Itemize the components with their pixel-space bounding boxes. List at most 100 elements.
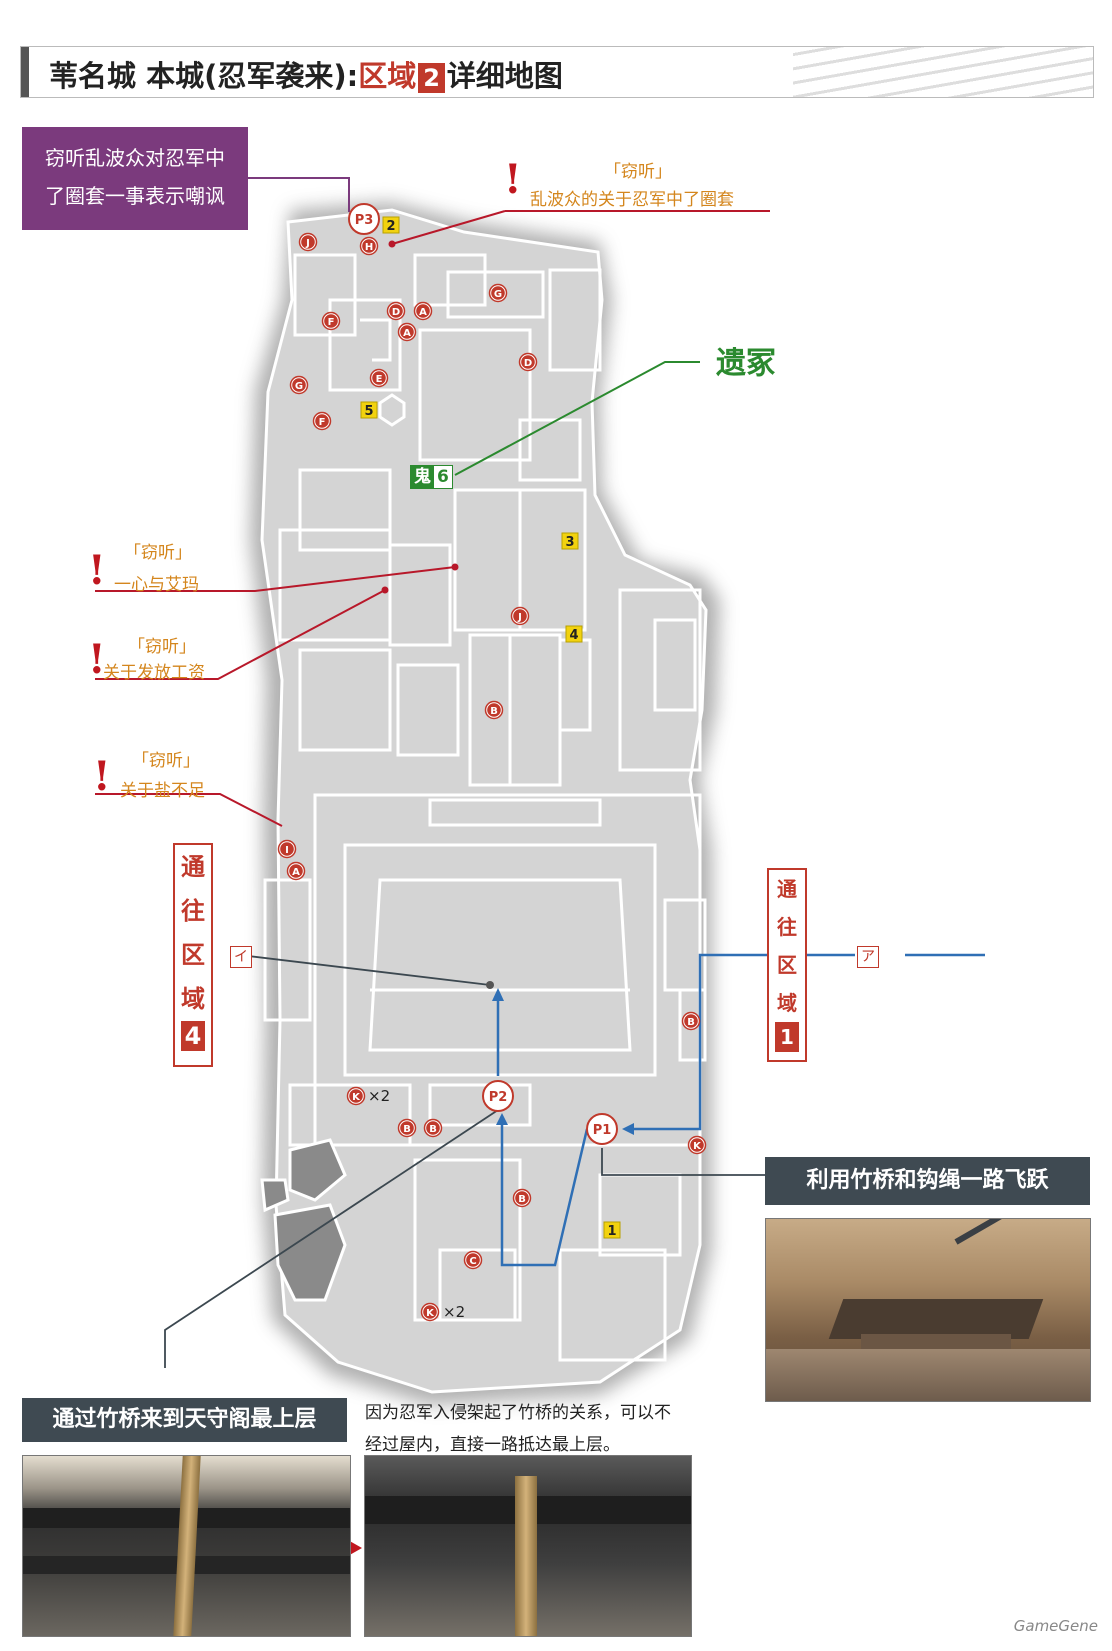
- marker-letter: D: [524, 358, 532, 369]
- brush-stroke-decoration: [793, 47, 1093, 97]
- marker-d[interactable]: D: [386, 301, 406, 321]
- marker-e[interactable]: E: [369, 368, 389, 388]
- marker-count: ×2: [368, 1087, 390, 1105]
- marker-fill: [487, 703, 501, 717]
- tower-screenshot-1: [22, 1455, 351, 1637]
- eavesdrop-word-4: 「窃听」: [132, 751, 200, 771]
- marker-k[interactable]: K: [687, 1135, 707, 1155]
- roof-shape: [828, 1299, 1044, 1339]
- marker-fill: [515, 1191, 529, 1205]
- marker-fill: [362, 239, 376, 253]
- to-area-1-char: 往: [777, 915, 797, 939]
- marker-k[interactable]: K: [420, 1302, 440, 1322]
- marker-letter: A: [419, 307, 427, 318]
- bamboo-bridge-shape: [515, 1476, 537, 1636]
- marker-g[interactable]: G: [488, 283, 508, 303]
- bamboo-screenshot-photo: [765, 1218, 1091, 1402]
- eavesdrop-point: [381, 586, 389, 594]
- marker-g[interactable]: G: [289, 375, 309, 395]
- marker-fill: [400, 325, 414, 339]
- watermark: GameGene: [1013, 1617, 1098, 1635]
- marker-i[interactable]: I: [277, 839, 297, 859]
- marker-fill: [521, 355, 535, 369]
- marker-a[interactable]: A: [286, 861, 306, 881]
- point-ring: [482, 1080, 514, 1112]
- marker-letter: A: [403, 328, 411, 339]
- marker-j[interactable]: J: [298, 232, 318, 252]
- eavesdrop-point: [451, 563, 459, 571]
- note-line1: 因为忍军入侵架起了竹桥的关系，可以不: [365, 1403, 671, 1423]
- to-area-4-number: 4: [181, 1021, 205, 1051]
- ghost-marker-kanji: 鬼: [411, 466, 434, 488]
- eavesdrop-word-1: 「窃听」: [604, 162, 672, 182]
- marker-letter: K: [352, 1092, 361, 1103]
- eavesdrop-topic-4: 关于盐不足: [120, 781, 205, 801]
- point-p2[interactable]: P2: [482, 1080, 514, 1112]
- marker-h[interactable]: H: [359, 236, 379, 256]
- marker-fill: [416, 304, 430, 318]
- collectible-marker-3[interactable]: 3: [561, 532, 579, 550]
- collectible-marker-5[interactable]: 5: [360, 401, 378, 419]
- collectible-marker-2[interactable]: 2: [382, 216, 400, 234]
- eavesdrop-topic-3: 关于发放工资: [103, 663, 205, 683]
- to-area-1-sign[interactable]: 通 往 区 域 1: [767, 868, 807, 1062]
- marker-letter: C: [469, 1256, 476, 1267]
- marker-a[interactable]: A: [397, 322, 417, 342]
- eavesdrop-point: [388, 240, 396, 248]
- marker-k[interactable]: K: [346, 1086, 366, 1106]
- point-p3[interactable]: P3: [348, 203, 380, 235]
- eavesdrop-leader-lines: [95, 210, 770, 827]
- to-area-4-char: 通: [181, 853, 205, 881]
- collectible-box: [561, 532, 579, 550]
- marker-b[interactable]: B: [423, 1118, 443, 1138]
- map-rooms: [263, 253, 707, 1362]
- marker-fill: [349, 1089, 363, 1103]
- collectible-number: 4: [569, 628, 578, 643]
- marker-a[interactable]: A: [413, 301, 433, 321]
- to-area-1-number: 1: [775, 1022, 799, 1052]
- collectible-box: [382, 216, 400, 234]
- ghost-memorial-marker: 鬼 6: [410, 465, 453, 489]
- marker-fill: [690, 1138, 704, 1152]
- marker-fill: [491, 286, 505, 300]
- marker-fill: [400, 1121, 414, 1135]
- point-ring: [348, 203, 380, 235]
- eavesdrop-topic-1: 乱波众的关于忍军中了圈套: [530, 190, 734, 210]
- eavesdrop-word-2: 「窃听」: [124, 543, 192, 563]
- collectible-number: 1: [607, 1224, 616, 1239]
- marker-b[interactable]: B: [397, 1118, 417, 1138]
- marker-letter: H: [365, 242, 373, 253]
- marker-letter: K: [693, 1141, 702, 1152]
- marker-letter: G: [494, 289, 502, 300]
- title-area-word: 区域: [358, 59, 417, 93]
- marker-letter: F: [328, 317, 335, 328]
- exit-marker-i: イ: [230, 946, 252, 968]
- marker-fill: [389, 304, 403, 318]
- header-bar: [21, 47, 29, 97]
- title-area-number: 2: [418, 63, 445, 93]
- point-p1[interactable]: P1: [586, 1113, 618, 1145]
- marker-j[interactable]: J: [510, 606, 530, 626]
- point-label: P1: [593, 1123, 612, 1138]
- note-line2: 经过屋内，直接一路抵达最上层。: [365, 1435, 620, 1455]
- marker-f[interactable]: F: [312, 411, 332, 431]
- collectible-marker-1[interactable]: 1: [603, 1221, 621, 1239]
- purple-note-box: 窃听乱波众对忍军中 了圈套一事表示嘲讽: [22, 127, 248, 230]
- marker-f[interactable]: F: [321, 311, 341, 331]
- marker-b[interactable]: B: [681, 1011, 701, 1031]
- marker-fill: [423, 1305, 437, 1319]
- to-area-4-sign[interactable]: 通 往 区 域 4: [173, 843, 213, 1067]
- to-area-1-char: 区: [777, 953, 797, 977]
- marker-c[interactable]: C: [463, 1250, 483, 1270]
- marker-b[interactable]: B: [484, 700, 504, 720]
- title-tail: 详细地图: [446, 59, 563, 93]
- pointer-dot: [486, 981, 494, 989]
- exclamation-icon: !: [88, 547, 106, 594]
- marker-d[interactable]: D: [518, 352, 538, 372]
- tip-bamboo-label: 利用竹桥和钩绳一路飞跃: [765, 1157, 1090, 1205]
- marker-letter: B: [403, 1124, 411, 1135]
- marker-b[interactable]: B: [512, 1188, 532, 1208]
- collectible-marker-4[interactable]: 4: [565, 625, 583, 643]
